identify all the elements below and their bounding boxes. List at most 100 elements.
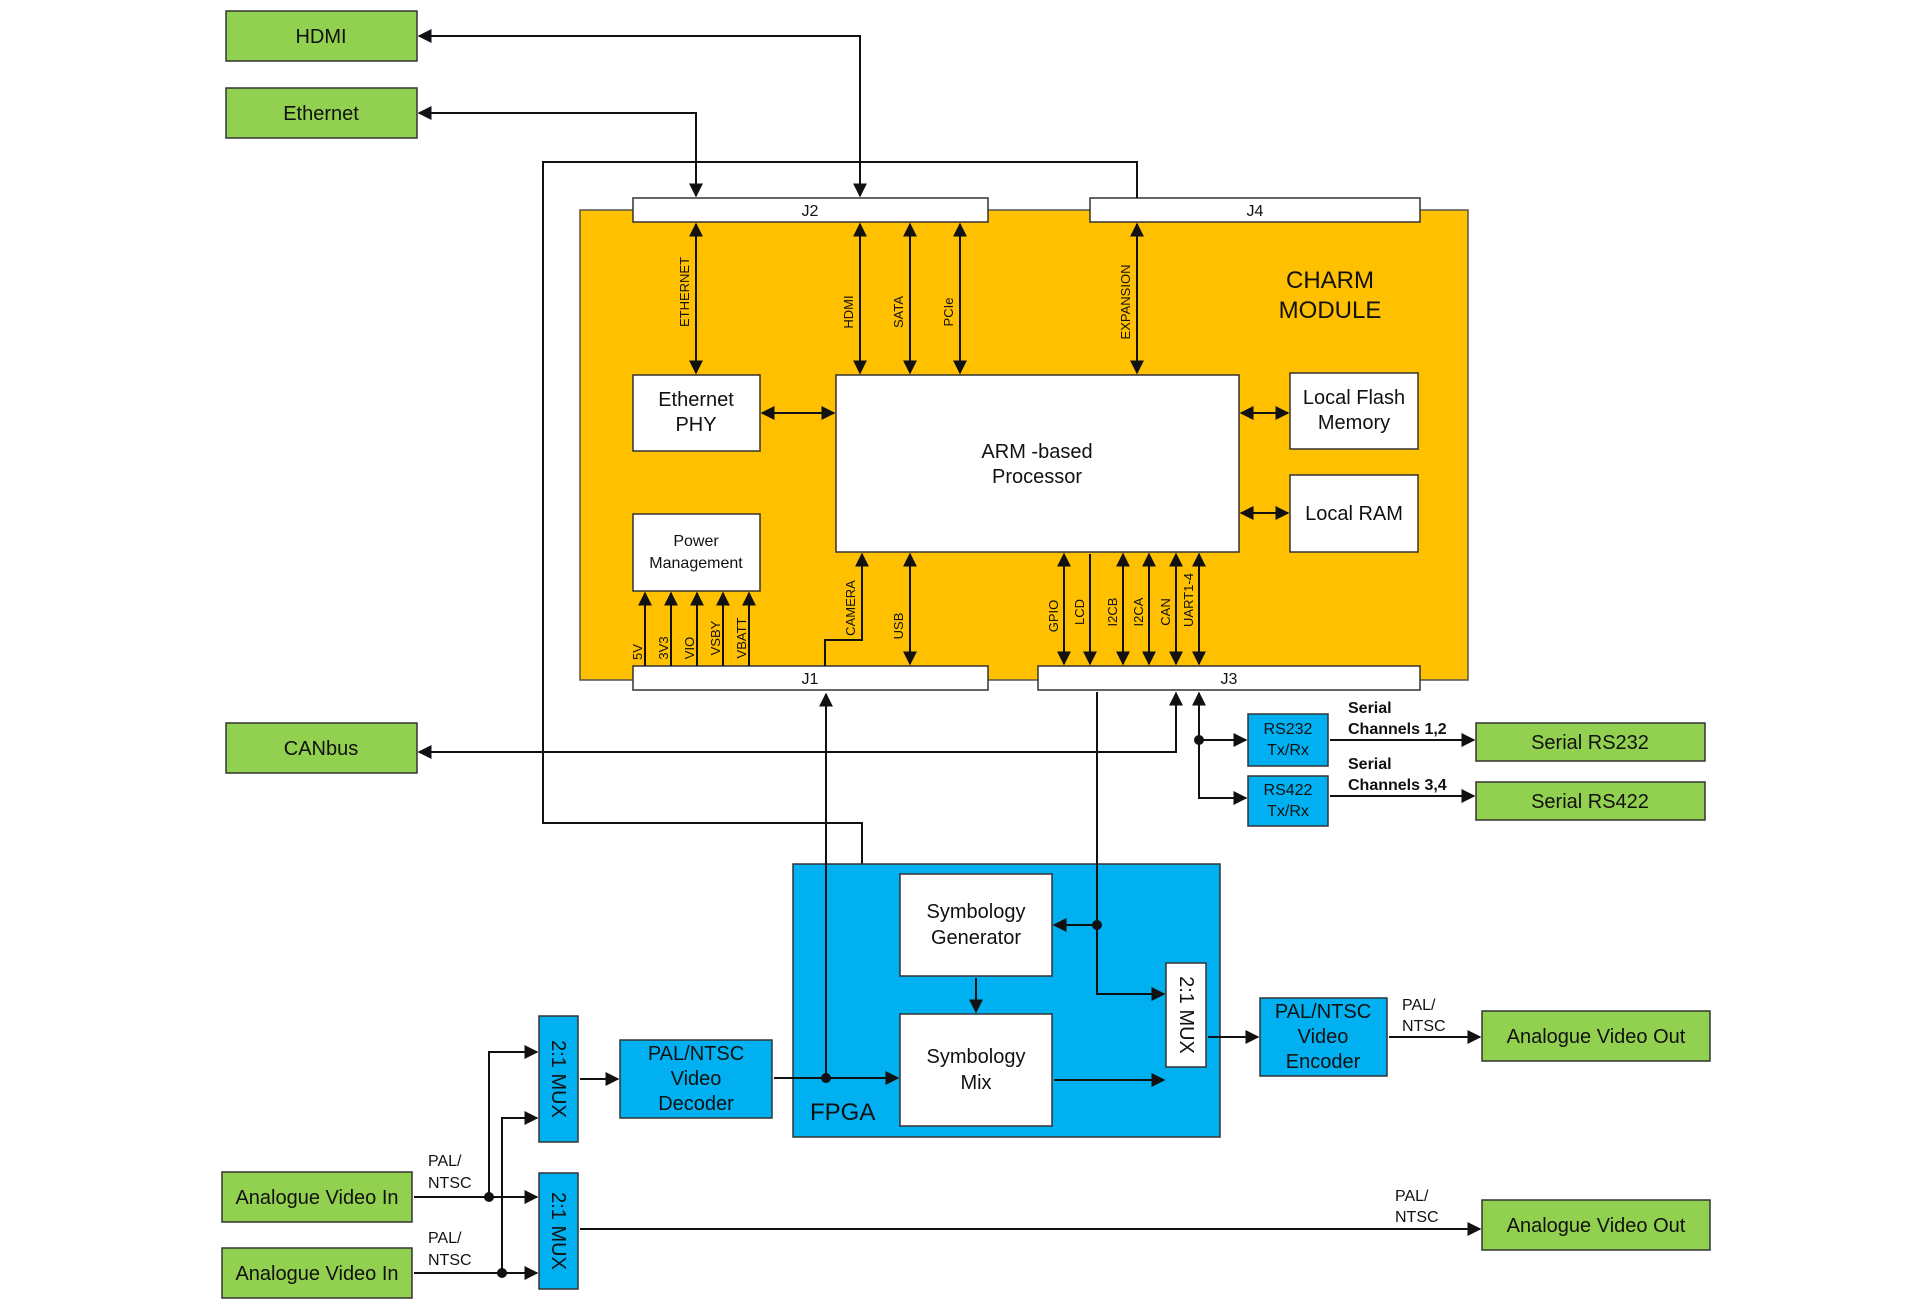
video-in-2-junction-dot	[497, 1268, 507, 1278]
local-flash-line2: Memory	[1318, 412, 1390, 434]
video-in-1-format-ntsc: NTSC	[428, 1175, 472, 1192]
camera-bus-arrow	[824, 552, 869, 666]
serial-ch12-line1: Serial	[1348, 700, 1392, 717]
serial-ch34-line1: Serial	[1348, 756, 1392, 773]
analogue-video-in-2-block	[221, 1247, 413, 1299]
local-flash-block	[1289, 372, 1419, 450]
bus-label-usb: USB	[891, 613, 906, 640]
ethernet-external-link	[417, 106, 703, 198]
arm-processor-line1: ARM -based	[981, 441, 1092, 463]
video-in-1-format-pal: PAL/	[428, 1153, 462, 1170]
video-decoder-block	[619, 1039, 773, 1119]
bus-label-can: CAN	[1158, 598, 1173, 625]
local-ram-block	[1289, 474, 1419, 553]
symbology-generator-line2: Generator	[931, 927, 1021, 949]
video-encoder-line3: Encoder	[1286, 1051, 1361, 1073]
video-decoder-line1: PAL/NTSC	[648, 1043, 744, 1065]
video-in-2-format-ntsc: NTSC	[428, 1252, 472, 1269]
rs232-line2: Tx/Rx	[1267, 742, 1309, 759]
canbus-external-link	[417, 691, 1183, 759]
serial-rs232-port-block	[1475, 722, 1706, 762]
video-out-1-format-pal: PAL/	[1402, 997, 1436, 1014]
analogue-video-out-1-block	[1481, 1010, 1711, 1062]
serial-rs422-port-label: Serial RS422	[1531, 791, 1649, 813]
analogue-video-in-2-label: Analogue Video In	[235, 1263, 398, 1285]
rs232-line1: RS232	[1264, 721, 1313, 738]
input-mux-b-block	[538, 1172, 579, 1290]
video-in-2-format-pal: PAL/	[428, 1230, 462, 1247]
rs232-transceiver-block	[1247, 713, 1329, 767]
ethernet-phy-line1: Ethernet	[658, 389, 734, 411]
analogue-video-out-2-block	[1481, 1199, 1711, 1251]
arm-processor-line2: Processor	[992, 466, 1082, 488]
rail-label-5v: 5V	[630, 644, 645, 660]
canbus-port-label: CANbus	[284, 738, 358, 760]
uart-to-rs232-link	[1192, 691, 1248, 747]
analogue-video-in-1-block	[221, 1171, 413, 1223]
analogue-video-in-1-label: Analogue Video In	[235, 1187, 398, 1209]
video-out-2-format-pal: PAL/	[1395, 1188, 1429, 1205]
bus-label-gpio: GPIO	[1046, 600, 1061, 633]
serial-ch12-line2: Channels 1,2	[1348, 721, 1447, 738]
fpga-mux-label: 2:1 MUX	[1175, 976, 1197, 1054]
bus-label-expansion: EXPANSION	[1118, 265, 1133, 340]
symbology-mix-block	[899, 1013, 1053, 1127]
canbus-port-block	[225, 722, 418, 774]
lcd-junction-dot	[1092, 920, 1102, 930]
hdmi-external-link	[417, 29, 867, 198]
bus-label-i2cb: I2CB	[1105, 598, 1120, 627]
lcd-to-mux-link	[1096, 692, 1166, 1001]
rs422-line2: Tx/Rx	[1267, 803, 1309, 820]
rs422-transceiver-block	[1247, 775, 1329, 827]
rail-label-3v3: 3V3	[656, 636, 671, 659]
hdmi-port-block	[225, 10, 418, 62]
rs422-line1: RS422	[1264, 782, 1313, 799]
serial-rs422-port-block	[1475, 781, 1706, 821]
serial-ch34-line2: Channels 3,4	[1348, 777, 1447, 794]
symbology-generator-line1: Symbology	[927, 901, 1026, 923]
connector-j3-label: J3	[1221, 671, 1238, 688]
symbology-mix-line1: Symbology	[927, 1046, 1026, 1068]
video-encoder-block	[1259, 997, 1388, 1077]
connector-j1	[632, 665, 989, 691]
connector-j3	[1037, 665, 1421, 691]
power-management-block	[632, 513, 761, 592]
symbology-mix-line2: Mix	[960, 1072, 991, 1094]
power-management-line2: Management	[649, 555, 743, 572]
video-encoder-line2: Video	[1298, 1026, 1349, 1048]
video-encoder-line1: PAL/NTSC	[1275, 1001, 1371, 1023]
arm-processor-block	[835, 374, 1240, 553]
bus-label-uart: UART1-4	[1181, 573, 1196, 627]
charm-module-title-line1: CHARM	[1286, 267, 1374, 294]
uart-to-rs422-link	[1198, 740, 1248, 805]
rail-label-vbatt: VBATT	[734, 617, 749, 658]
bus-label-camera: CAMERA	[843, 580, 858, 636]
input-mux-a-block	[538, 1015, 579, 1143]
connector-j4	[1089, 197, 1421, 223]
ethernet-port-block	[225, 87, 418, 139]
connector-j1-label: J1	[802, 671, 819, 688]
fpga-label: FPGA	[810, 1099, 875, 1126]
connector-j4-label: J4	[1247, 203, 1264, 220]
uart-junction-dot	[1194, 735, 1204, 745]
video-in-1-to-mux-a	[488, 1045, 539, 1197]
analogue-video-out-2-label: Analogue Video Out	[1507, 1215, 1686, 1237]
video-in-2-to-mux-a	[501, 1111, 539, 1273]
camera-junction-dot	[821, 1073, 831, 1083]
connector-j2	[632, 197, 989, 223]
ethernet-phy-line2: PHY	[675, 414, 716, 436]
bus-label-ethernet: ETHERNET	[677, 257, 692, 327]
video-out-2-format-ntsc: NTSC	[1395, 1209, 1439, 1226]
local-flash-line1: Local Flash	[1303, 387, 1405, 409]
analogue-video-out-1-label: Analogue Video Out	[1507, 1026, 1686, 1048]
input-mux-b-label: 2:1 MUX	[547, 1192, 569, 1270]
serial-rs232-port-label: Serial RS232	[1531, 732, 1649, 754]
bus-label-lcd: LCD	[1072, 599, 1087, 625]
hdmi-port-label: HDMI	[295, 26, 346, 48]
bus-label-hdmi: HDMI	[841, 295, 856, 328]
video-decoder-line3: Decoder	[658, 1093, 734, 1115]
video-out-1-format-ntsc: NTSC	[1402, 1018, 1446, 1035]
ethernet-port-label: Ethernet	[283, 103, 359, 125]
video-in-1-junction-dot	[484, 1192, 494, 1202]
